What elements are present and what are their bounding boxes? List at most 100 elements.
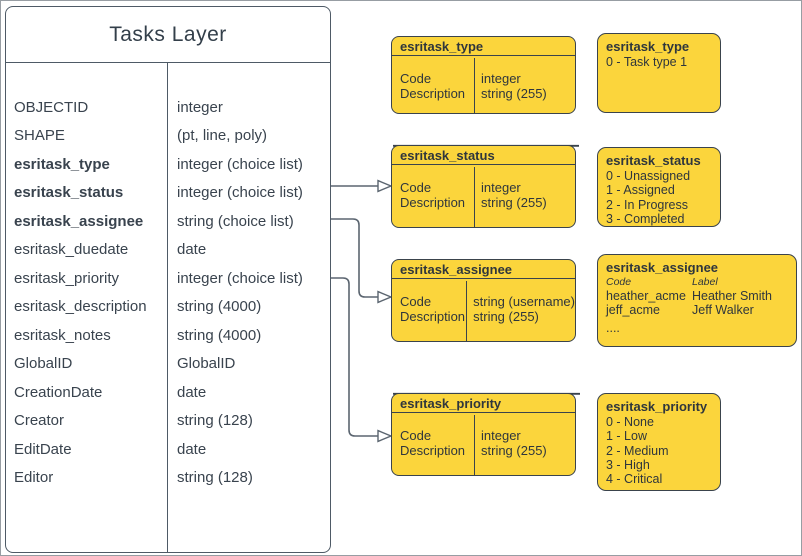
value-list-esritask-assignee[interactable]: esritask_assignee Code Label heather_acm… bbox=[597, 254, 797, 347]
label-code: Code bbox=[400, 179, 432, 195]
domain-box-title: esritask_status bbox=[392, 146, 575, 165]
arrowhead-icon bbox=[377, 179, 393, 193]
value-list-title: esritask_assignee bbox=[606, 260, 719, 275]
column-divider bbox=[167, 62, 169, 552]
field-type: integer (choice list) bbox=[177, 269, 303, 287]
field-type: date bbox=[177, 383, 207, 401]
value-list-item: 4 - Critical bbox=[606, 472, 663, 487]
label-code: Code bbox=[400, 427, 432, 443]
connector-esritask-priority bbox=[331, 277, 378, 437]
domain-box-body: Code Description integer string (255) bbox=[392, 414, 575, 476]
arrowhead-icon bbox=[377, 290, 393, 304]
field-name: esritask_type bbox=[14, 155, 110, 173]
domain-box-esritask-status[interactable]: esritask_status Code Description integer… bbox=[391, 145, 576, 228]
type-description: string (255) bbox=[481, 442, 547, 458]
domain-box-labels: Code Description bbox=[392, 281, 466, 342]
field-name: CreationDate bbox=[14, 383, 103, 401]
field-name: esritask_duedate bbox=[14, 241, 129, 259]
label-description: Description bbox=[400, 194, 466, 210]
assignee-code: heather_acme bbox=[606, 289, 686, 303]
type-code: integer bbox=[481, 179, 521, 195]
field-name: EditDate bbox=[14, 440, 72, 458]
type-description: string (255) bbox=[481, 194, 547, 210]
table-row: esritask_priority integer (choice list) bbox=[6, 264, 330, 293]
assignee-label: Heather Smith bbox=[692, 289, 772, 303]
type-description: string (255) bbox=[473, 308, 539, 324]
table-row: esritask_assignee string (choice list) bbox=[6, 207, 330, 236]
field-type: integer bbox=[177, 98, 223, 116]
connector-esritask-assignee bbox=[331, 218, 378, 298]
domain-box-esritask-assignee[interactable]: esritask_assignee Code Description strin… bbox=[391, 259, 576, 342]
domain-box-labels: Code Description bbox=[392, 58, 474, 114]
type-code: integer bbox=[481, 427, 521, 443]
field-type: string (4000) bbox=[177, 326, 262, 344]
value-list-esritask-priority[interactable]: esritask_priority 0 - None 1 - Low 2 - M… bbox=[597, 393, 721, 491]
table-row: CreationDate date bbox=[6, 378, 330, 407]
field-type: string (4000) bbox=[177, 298, 262, 316]
value-list-item: 2 - Medium bbox=[606, 443, 669, 458]
domain-box-body: Code Description string (username) strin… bbox=[392, 280, 575, 342]
domain-box-types: integer string (255) bbox=[474, 166, 575, 227]
value-list-item: 3 - High bbox=[606, 457, 650, 472]
domain-box-types: string (username) string (255) bbox=[466, 280, 575, 341]
domain-box-types: integer string (255) bbox=[474, 57, 575, 113]
field-name: Editor bbox=[14, 469, 54, 487]
assignee-ellipsis: .... bbox=[606, 320, 620, 335]
table-row: OBJECTID integer bbox=[6, 93, 330, 122]
field-name: OBJECTID bbox=[14, 98, 89, 116]
label-description: Description bbox=[400, 308, 466, 324]
label-code: Code bbox=[400, 293, 432, 309]
field-name: esritask_status bbox=[14, 184, 124, 202]
label-description: Description bbox=[400, 442, 466, 458]
assignee-code: jeff_acme bbox=[606, 303, 660, 318]
assignee-label: Jeff Walker bbox=[692, 303, 754, 318]
column-header-code: Code bbox=[606, 276, 632, 288]
table-row: esritask_type integer (choice list) bbox=[6, 150, 330, 179]
value-list-esritask-status[interactable]: esritask_status 0 - Unassigned 1 - Assig… bbox=[597, 147, 721, 227]
table-row: esritask_description string (4000) bbox=[6, 293, 330, 322]
type-code: integer bbox=[481, 70, 521, 86]
field-name: Creator bbox=[14, 412, 65, 430]
assignee-columns: Code Label heather_acme Heather Smith je… bbox=[606, 276, 788, 318]
domain-box-esritask-priority[interactable]: esritask_priority Code Description integ… bbox=[391, 393, 576, 476]
domain-box-labels: Code Description bbox=[392, 415, 474, 476]
arrowhead-icon bbox=[377, 429, 393, 443]
field-type: string (choice list) bbox=[177, 212, 294, 230]
domain-box-body: Code Description integer string (255) bbox=[392, 57, 575, 114]
field-name: esritask_assignee bbox=[14, 212, 144, 230]
value-list-title: esritask_priority bbox=[606, 399, 708, 414]
field-type: GlobalID bbox=[177, 355, 236, 373]
field-type: date bbox=[177, 241, 207, 259]
domain-box-body: Code Description integer string (255) bbox=[392, 166, 575, 228]
value-list-esritask-type[interactable]: esritask_type 0 - Task type 1 bbox=[597, 33, 721, 113]
type-description: string (255) bbox=[481, 85, 547, 101]
value-list-item: 0 - None bbox=[606, 415, 654, 429]
type-code: string (username) bbox=[473, 293, 575, 309]
table-row: Creator string (128) bbox=[6, 407, 330, 436]
value-list-item: 1 - Low bbox=[606, 429, 647, 444]
field-type: integer (choice list) bbox=[177, 184, 303, 202]
label-code: Code bbox=[400, 70, 432, 86]
field-type: integer (choice list) bbox=[177, 155, 303, 173]
field-name: esritask_description bbox=[14, 298, 147, 316]
label-description: Description bbox=[400, 85, 466, 101]
field-name: esritask_priority bbox=[14, 269, 120, 287]
domain-box-types: integer string (255) bbox=[474, 414, 575, 475]
table-row: GlobalID GlobalID bbox=[6, 350, 330, 379]
field-name: GlobalID bbox=[14, 355, 73, 373]
domain-box-labels: Code Description bbox=[392, 167, 474, 228]
value-list-item: 3 - Completed bbox=[606, 211, 685, 226]
column-header-label: Label bbox=[692, 276, 718, 288]
field-type: string (128) bbox=[177, 412, 253, 430]
domain-box-title: esritask_assignee bbox=[392, 260, 575, 279]
domain-box-esritask-type[interactable]: esritask_type Code Description integer s… bbox=[391, 36, 576, 114]
value-list-title: esritask_status bbox=[606, 153, 701, 168]
domain-box-title: esritask_priority bbox=[392, 394, 575, 413]
value-list-item: 0 - Task type 1 bbox=[606, 55, 688, 69]
value-list-item: 0 - Unassigned bbox=[606, 169, 691, 183]
